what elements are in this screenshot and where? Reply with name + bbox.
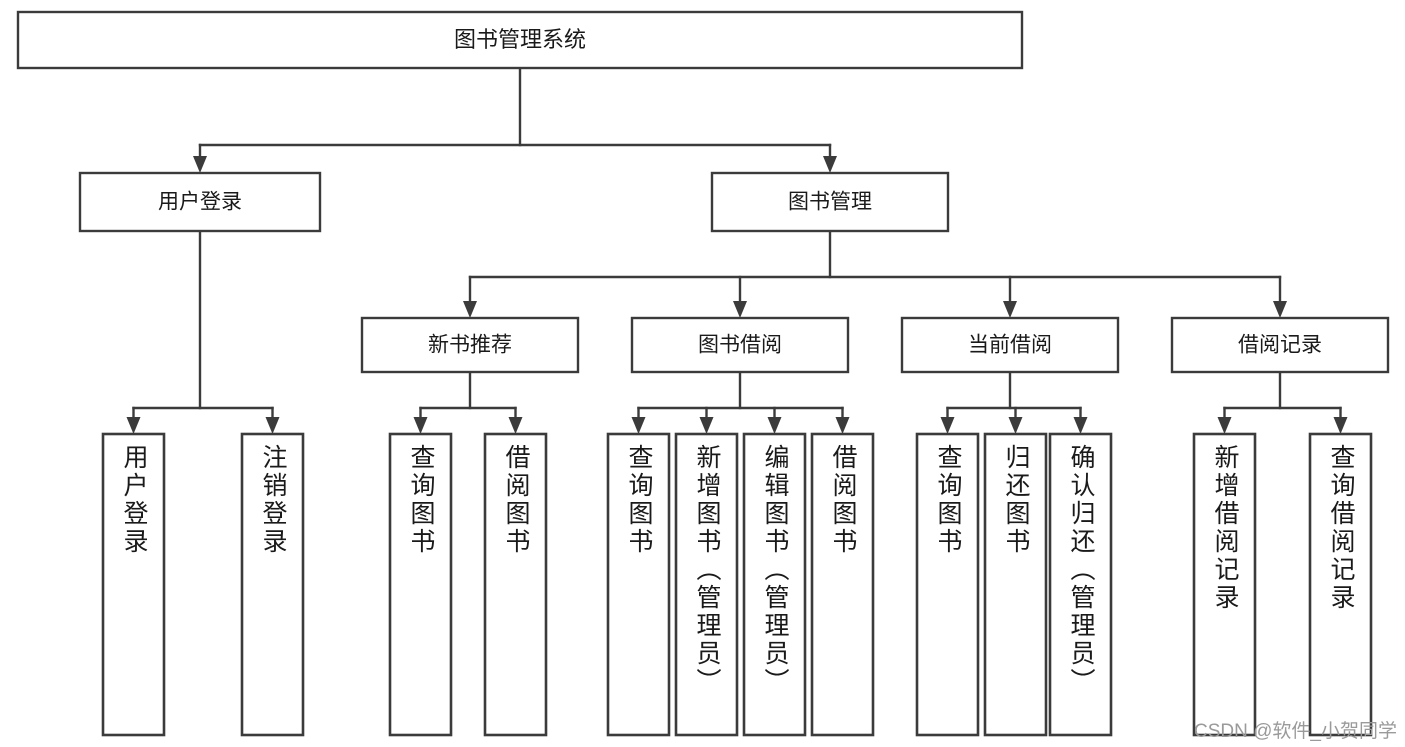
arrow-head-icon	[413, 417, 428, 434]
node-box-leaf-user-logout[interactable]	[240, 432, 305, 737]
node-box-leaf-edit-book[interactable]	[742, 432, 807, 737]
node-box-borrow-record[interactable]	[1170, 316, 1390, 374]
node-box-book-manage[interactable]	[710, 171, 950, 233]
node-box-leaf-query-book-3[interactable]	[915, 432, 980, 737]
arrow-head-icon	[835, 417, 850, 434]
arrow-head-icon	[193, 156, 207, 173]
node-label-current-borrow: 当前借阅	[968, 334, 1052, 357]
arrow-head-icon	[767, 417, 782, 434]
arrow-head-icon	[940, 417, 955, 434]
node-box-leaf-query-book-2[interactable]	[606, 432, 671, 737]
arrow-head-icon	[1333, 417, 1348, 434]
arrow-head-icon	[631, 417, 646, 434]
arrow-head-icon	[1003, 301, 1017, 318]
arrow-head-icon	[126, 417, 141, 434]
node-box-book-borrow[interactable]	[630, 316, 850, 374]
arrow-head-icon	[1273, 301, 1287, 318]
node-box-leaf-query-book-1[interactable]	[388, 432, 453, 737]
arrow-head-icon	[1073, 417, 1088, 434]
arrow-head-icon	[699, 417, 714, 434]
watermark-text: CSDN @软件_小贺同学	[1194, 721, 1397, 742]
node-box-leaf-add-book[interactable]	[674, 432, 739, 737]
arrow-head-icon	[1217, 417, 1232, 434]
node-box-leaf-query-record[interactable]	[1308, 432, 1373, 737]
node-label-root: 图书管理系统	[454, 27, 586, 52]
arrow-head-icon	[1008, 417, 1023, 434]
node-box-root[interactable]	[16, 10, 1024, 70]
node-box-leaf-borrow-book-1[interactable]	[483, 432, 548, 737]
node-box-leaf-borrow-book-2[interactable]	[810, 432, 875, 737]
arrow-head-icon	[823, 156, 837, 173]
node-label-book-borrow: 图书借阅	[698, 334, 782, 357]
node-label-new-book-recommend: 新书推荐	[428, 334, 512, 357]
node-box-leaf-return-book[interactable]	[983, 432, 1048, 737]
node-label-user-login: 用户登录	[158, 191, 242, 214]
node-box-leaf-user-login[interactable]	[101, 432, 166, 737]
node-label-borrow-record: 借阅记录	[1238, 334, 1322, 357]
box-layer	[16, 10, 1390, 737]
node-box-leaf-confirm-return[interactable]	[1048, 432, 1113, 737]
node-label-book-manage: 图书管理	[788, 191, 872, 214]
arrow-head-icon	[733, 301, 747, 318]
node-box-user-login[interactable]	[78, 171, 322, 233]
node-box-leaf-add-record[interactable]	[1192, 432, 1257, 737]
arrow-head-icon	[463, 301, 477, 318]
connector-layer	[126, 66, 1348, 434]
arrow-head-icon	[508, 417, 523, 434]
node-box-current-borrow[interactable]	[900, 316, 1120, 374]
node-box-new-book-recommend[interactable]	[360, 316, 580, 374]
arrow-head-icon	[265, 417, 280, 434]
